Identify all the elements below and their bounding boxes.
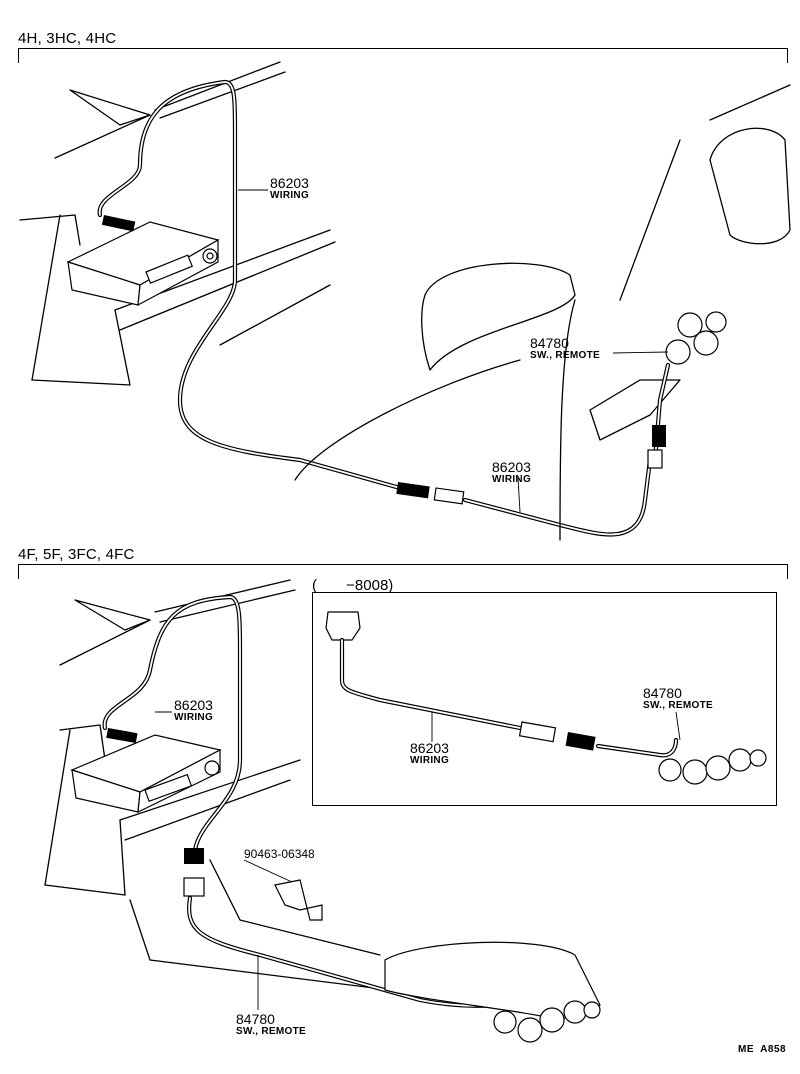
callout-upper-wiring-top: 86203 WIRING <box>270 176 309 201</box>
callout-lower-wiring: 86203 WIRING <box>174 698 213 723</box>
part-description: SW., REMOTE <box>643 700 713 711</box>
inset-label: ( −8008) <box>312 577 394 594</box>
callout-upper-wiring-bottom: 86203 WIRING <box>492 460 531 485</box>
figure-code: ME A858 <box>738 1044 787 1055</box>
inset-box <box>312 592 777 806</box>
part-description: WIRING <box>410 755 450 766</box>
section-label-upper: 4H, 3HC, 4HC <box>18 30 117 47</box>
part-description: SW., REMOTE <box>530 350 600 361</box>
section-label-lower: 4F, 5F, 3FC, 4FC <box>18 546 135 563</box>
section-bracket-lower <box>18 564 788 579</box>
callout-inset-switch: 84780 SW., REMOTE <box>643 686 713 711</box>
part-number: 86203 <box>174 697 213 713</box>
part-number: 86203 <box>270 175 309 191</box>
part-description: WIRING <box>270 190 310 201</box>
leader-lines <box>155 189 681 1010</box>
part-number: 86203 <box>410 740 449 756</box>
part-description: SW., REMOTE <box>236 1026 306 1037</box>
inset-illustration <box>325 611 767 785</box>
lower-switch-cluster <box>493 1000 601 1043</box>
part-number: 90463-06348 <box>244 847 315 861</box>
part-number: 84780 <box>530 335 569 351</box>
section-bracket-upper <box>18 48 788 63</box>
part-number: 86203 <box>492 459 531 475</box>
upper-dashboard-illustration <box>19 61 791 541</box>
part-description: WIRING <box>492 474 532 485</box>
callout-inset-wiring: 86203 WIRING <box>410 741 449 766</box>
lower-dashboard-illustration <box>44 579 601 1043</box>
callout-lower-bracket-part: 90463-06348 <box>244 848 315 860</box>
callout-upper-switch: 84780 SW., REMOTE <box>530 336 600 361</box>
part-number: 84780 <box>643 685 682 701</box>
upper-switch-cluster <box>647 311 727 469</box>
callout-lower-switch: 84780 SW., REMOTE <box>236 1012 306 1037</box>
part-description: WIRING <box>174 712 214 723</box>
part-number: 84780 <box>236 1011 275 1027</box>
